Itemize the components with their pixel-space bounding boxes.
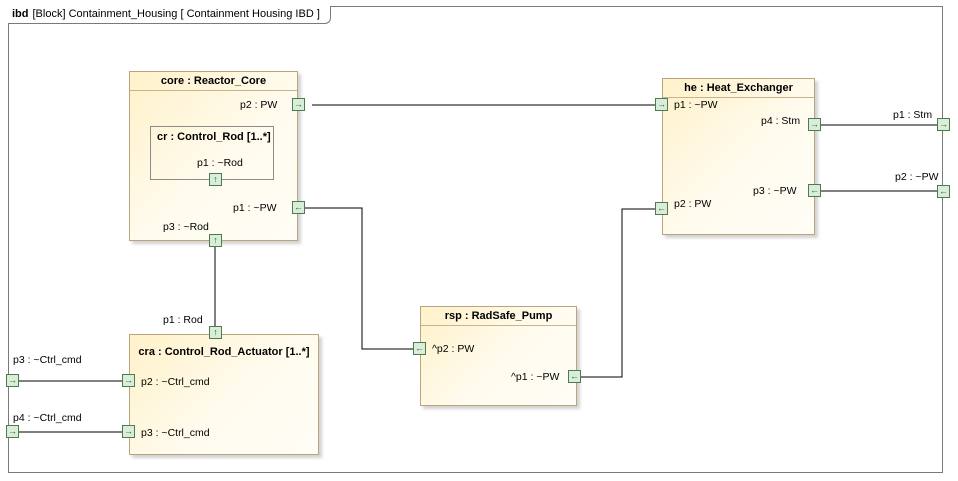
arrow-left-icon: ← <box>657 203 666 213</box>
port-label-core-p2: p2 : PW <box>240 99 278 111</box>
boundary-port-p4[interactable]: → <box>6 425 19 438</box>
port-he-p3[interactable]: ← <box>808 184 821 197</box>
boundary-port-p2[interactable]: ← <box>937 185 950 198</box>
port-label-core-p3: p3 : ~Rod <box>163 221 209 233</box>
diagram-frame <box>8 6 943 473</box>
arrow-right-icon: → <box>294 99 303 109</box>
port-label-he-p4: p4 : Stm <box>761 115 801 127</box>
port-core-p1[interactable]: ← <box>292 201 305 214</box>
port-he-p1[interactable]: → <box>655 98 668 111</box>
arrow-right-icon: → <box>124 426 133 436</box>
block-control-rod-actuator[interactable]: cra : Control_Rod_Actuator [1..*] <box>129 334 319 455</box>
arrow-left-icon: ← <box>810 185 819 195</box>
port-cra-p2[interactable]: → <box>122 374 135 387</box>
boundary-port-label-p4: p4 : ~Ctrl_cmd <box>13 412 82 424</box>
port-core-p2[interactable]: → <box>292 98 305 111</box>
block-title: cra : Control_Rod_Actuator [1..*] <box>138 346 310 358</box>
port-label-he-p2: p2 : PW <box>674 198 712 210</box>
port-he-p2[interactable]: ← <box>655 202 668 215</box>
arrow-left-icon: ← <box>294 202 303 212</box>
port-cra-p3[interactable]: → <box>122 425 135 438</box>
port-label-rsp-p2: ^p2 : PW <box>432 343 475 355</box>
port-rsp-p2[interactable]: ← <box>413 342 426 355</box>
connector-rsp-p1-to-he-p2[interactable] <box>581 208 657 378</box>
boundary-port-label-p2: p2 : ~PW <box>895 171 939 183</box>
port-label-cra-p3: p3 : ~Ctrl_cmd <box>141 427 210 439</box>
block-title-divider <box>130 90 297 91</box>
block-heat-exchanger[interactable]: he : Heat_Exchanger <box>662 78 815 235</box>
frame-header: ibd[Block] Containment_Housing [ Contain… <box>8 6 331 24</box>
block-title: rsp : RadSafe_Pump <box>444 310 553 322</box>
boundary-port-label-p1: p1 : Stm <box>893 109 933 121</box>
arrow-right-icon: → <box>810 119 819 129</box>
arrow-up-icon: ↑ <box>213 327 218 337</box>
port-label-rsp-p1: ^p1 : ~PW <box>511 371 560 383</box>
port-cra-p1[interactable]: ↑ <box>209 326 222 339</box>
arrow-up-icon: ↑ <box>213 174 218 184</box>
frame-title: [Block] Containment_Housing [ Containmen… <box>32 8 320 20</box>
port-cr-p1[interactable]: ↑ <box>209 173 222 186</box>
port-rsp-p1[interactable]: ← <box>568 370 581 383</box>
part-title: cr : Control_Rod [1..*] <box>157 131 271 143</box>
port-label-cra-p2: p2 : ~Ctrl_cmd <box>141 376 210 388</box>
arrow-left-icon: ← <box>570 371 579 381</box>
block-title-divider <box>663 97 814 98</box>
block-radsafe-pump[interactable]: rsp : RadSafe_Pump <box>420 306 577 406</box>
port-core-p3[interactable]: ↑ <box>209 234 222 247</box>
block-title: he : Heat_Exchanger <box>684 82 793 94</box>
boundary-port-p3[interactable]: → <box>6 374 19 387</box>
arrow-right-icon: → <box>8 375 17 385</box>
block-reactor-core[interactable]: core : Reactor_Core <box>129 71 298 241</box>
arrow-right-icon: → <box>124 375 133 385</box>
port-he-p4[interactable]: → <box>808 118 821 131</box>
port-label-he-p1: p1 : ~PW <box>674 99 718 111</box>
arrow-right-icon: → <box>657 99 666 109</box>
frame-kind: ibd <box>12 8 29 20</box>
port-label-he-p3: p3 : ~PW <box>753 185 797 197</box>
connector-core-p1-to-rsp-p2[interactable] <box>305 207 419 350</box>
arrow-up-icon: ↑ <box>213 235 218 245</box>
block-title: core : Reactor_Core <box>160 75 267 87</box>
boundary-port-label-p3: p3 : ~Ctrl_cmd <box>13 354 82 366</box>
block-title-divider <box>421 325 576 326</box>
arrow-left-icon: ← <box>415 343 424 353</box>
port-label-cra-p1: p1 : Rod <box>163 314 203 326</box>
port-label-core-p1: p1 : ~PW <box>233 202 277 214</box>
part-control-rod[interactable]: cr : Control_Rod [1..*] <box>150 126 274 180</box>
arrow-right-icon: → <box>8 426 17 436</box>
port-label-cr-p1: p1 : ~Rod <box>197 157 243 169</box>
arrow-right-icon: → <box>939 119 948 129</box>
boundary-port-p1[interactable]: → <box>937 118 950 131</box>
arrow-left-icon: ← <box>939 186 948 196</box>
